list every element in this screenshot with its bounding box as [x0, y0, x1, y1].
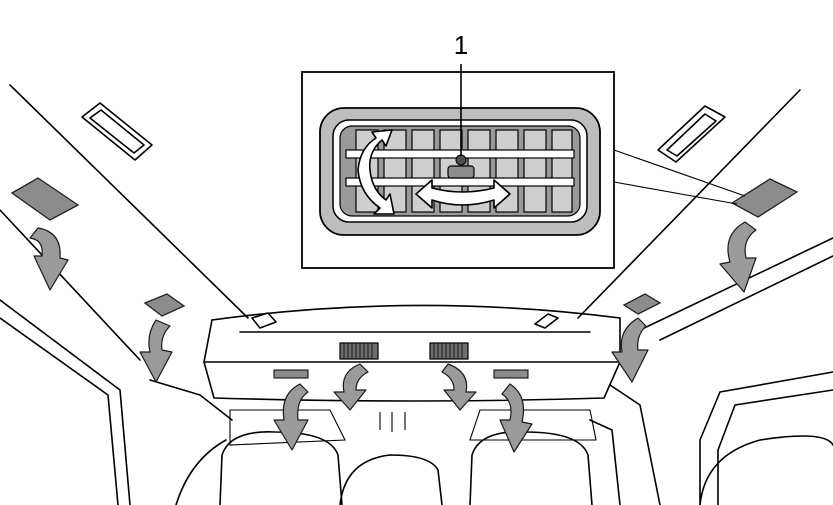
curved-down-arrow-icon: [273, 383, 309, 451]
curved-down-arrow-icon: [499, 383, 533, 453]
console-grilles: [273, 342, 529, 379]
curved-down-arrow-icon: [333, 363, 369, 411]
vent-detail-inset: [301, 71, 746, 269]
vent-left-front: [10, 177, 80, 221]
curved-down-arrow-icon: [611, 317, 649, 383]
roof-air-vents: [10, 177, 799, 317]
curved-double-arrow-icon: [357, 129, 395, 215]
vent-left-rear: [143, 293, 186, 317]
console-grille-right: [429, 342, 469, 360]
callout-number: 1: [454, 30, 468, 60]
airflow-arrows: [29, 221, 757, 453]
vent-right-rear: [622, 293, 662, 315]
curved-down-arrow-icon: [139, 319, 173, 383]
console-grille-left: [339, 342, 379, 360]
curved-double-arrow-icon: [415, 179, 511, 209]
vent-right-front: [730, 178, 799, 218]
curved-down-arrow-icon: [719, 221, 757, 293]
curved-down-arrow-icon: [441, 363, 477, 411]
ceiling-lamps: [81, 102, 726, 329]
curved-down-arrow-icon: [29, 227, 69, 291]
callout-1: 1: [454, 30, 468, 156]
